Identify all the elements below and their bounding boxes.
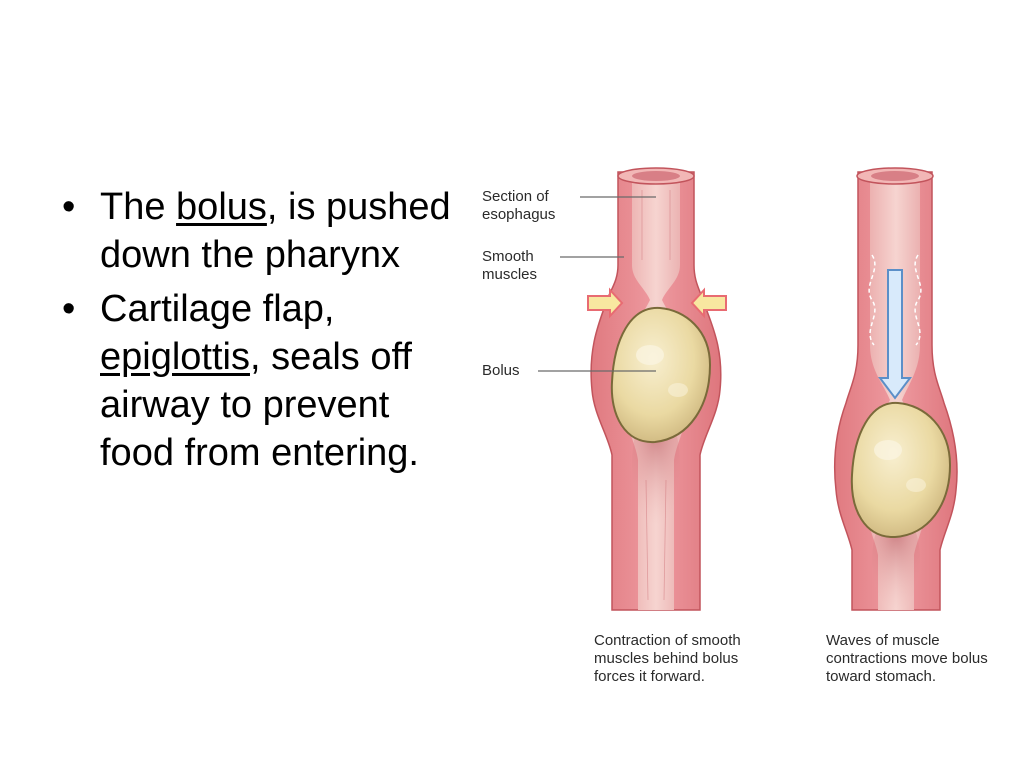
muscle-wave-lines xyxy=(868,254,922,346)
peristalsis-diagram: Section of esophagus Smooth muscles Bolu… xyxy=(470,160,1010,760)
bullet-item-bolus: • The bolus, is pushed down the pharynx xyxy=(62,186,451,276)
right-bolus xyxy=(850,401,952,539)
caption-right: Waves of muscle contractions move bolus … xyxy=(826,632,988,685)
left-contraction-arrow xyxy=(587,287,624,319)
right-esophagus xyxy=(833,167,958,611)
term-epiglottis: epiglottis xyxy=(100,336,250,378)
label-smooth-muscles: Smooth muscles xyxy=(482,248,538,283)
caption-left: Contraction of smooth muscles behind bol… xyxy=(594,632,741,685)
right-contraction-arrow xyxy=(690,287,727,319)
bullet-item-epiglottis: • Cartilage flap, epiglottis, seals off … xyxy=(62,288,419,474)
downward-arrow xyxy=(878,269,912,400)
left-bolus xyxy=(610,306,712,444)
left-esophagus xyxy=(587,167,727,611)
esophagus-illustration xyxy=(538,167,958,611)
label-bolus: Bolus xyxy=(482,362,520,379)
term-bolus: bolus xyxy=(176,186,267,228)
label-section-of-esophagus: Section of esophagus xyxy=(482,188,556,223)
bullet-list: • The bolus, is pushed down the pharynx … xyxy=(62,183,462,483)
